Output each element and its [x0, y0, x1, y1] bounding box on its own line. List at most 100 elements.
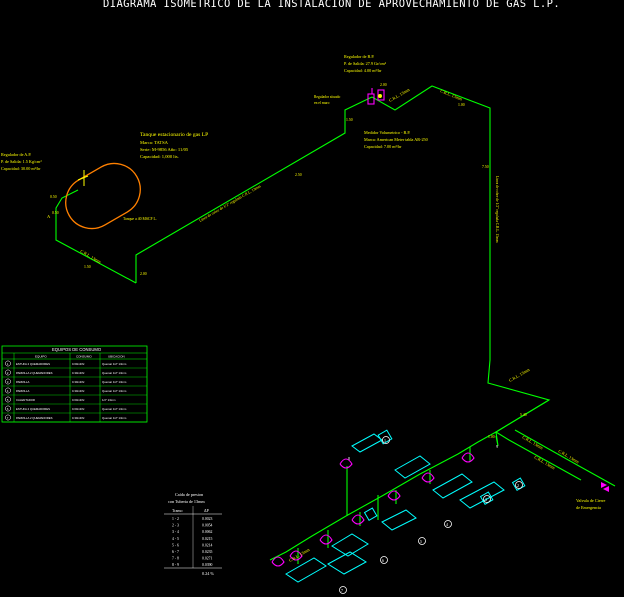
regulator-ap-line3: Capacidad: 30.00 m³/hr	[1, 166, 41, 171]
valve-icon	[601, 482, 607, 488]
equipos-cell: CALENTADOR	[16, 398, 35, 402]
dim-11: 0.50	[52, 211, 59, 215]
coil-1	[461, 452, 475, 463]
equipos-cell: Quemar 1/2" 13mm	[102, 389, 127, 393]
equipos-cell: PARRILLA 2 QUEMADORES	[16, 416, 53, 420]
caida-table: Caída de presion con Tuberia de 13mm Tra…	[164, 492, 222, 576]
node-label-5: 5	[420, 539, 422, 544]
equipos-cell: PARRILLA 2 QUEMADORES	[16, 371, 53, 375]
node-label-2: 2	[517, 483, 519, 488]
caida-cell-tramo: 6 - 7	[172, 550, 179, 554]
caida-title-2: con Tuberia de 13mm	[168, 499, 205, 504]
node-label-8: 8	[348, 456, 350, 461]
equipos-table: EQUIPOS DE CONSUMO EQUIPO CONSUMO UBICAC…	[1, 345, 148, 423]
pipe-tank-outlet	[55, 189, 137, 284]
appliance-box-1	[351, 433, 383, 453]
node-circle-5	[418, 537, 426, 545]
equipos-rows: 1 ESTUFA 4 QUEMADORES 0.60m3/hr Quemar 1/2"…	[2, 360, 147, 423]
caida-cell-dp: 0.0023	[202, 517, 213, 521]
equipos-cell: ESTUFA 4 QUEMADORES	[16, 362, 50, 366]
equipos-cell: 1	[7, 362, 9, 366]
tank-valve-icon	[77, 175, 89, 181]
caida-cell-dp: 0.0215	[202, 537, 213, 541]
valve-labels: Valvula de Cierre de Emergencia	[576, 498, 605, 510]
pipe-distribution	[494, 399, 582, 481]
regulator-bp-labels: Regulador de B.P. P. de Salida: 27.9 Gr/…	[344, 54, 387, 73]
diagram-title: DIAGRAMA ISOMETRICO DE LA INSTALACION DE…	[103, 0, 560, 10]
meter-assembly	[367, 88, 385, 105]
regulator-valve-line1: Regulador situado	[314, 95, 340, 99]
pipe-label-crl-7: C.R.L. 13mm	[534, 455, 557, 471]
dim-1: 1.50	[84, 265, 91, 269]
appliances	[285, 429, 526, 583]
tank-line3: Capacidad: 1,000 lts.	[140, 154, 179, 160]
equipos-cell: 7	[7, 416, 9, 420]
emergency-valve	[601, 482, 609, 492]
meter-labels: Medidor Volumetrico - B.P. Marca: Americ…	[364, 130, 428, 149]
caida-cell-tramo: 5 - 6	[172, 543, 179, 547]
appliance-small-4	[363, 507, 378, 522]
pipe-label-crl-3: C.R.L. 13mm	[440, 88, 464, 102]
coil-3	[387, 490, 401, 501]
equipos-cell: 1/2" 13mm	[102, 398, 116, 402]
pipe-label-ap: Linea de cobre de 1/2" regulada C.R.L. 1…	[199, 184, 262, 223]
dim-10: 0.50	[50, 195, 57, 199]
caida-cell-tramo: 4 - 5	[172, 537, 179, 541]
lp-tank: A	[47, 162, 141, 230]
appliance-small-1	[377, 429, 393, 445]
coil-2	[421, 472, 435, 483]
equipos-cell: 4	[7, 389, 9, 393]
tank-line1: Marca: TATSA	[140, 140, 169, 145]
equipos-cell: Quemar 1/2" 13mm	[102, 371, 127, 375]
equipos-row-marker	[5, 396, 11, 403]
caida-cell-tramo: 8 - 9	[172, 563, 179, 567]
appliance-box-6	[381, 509, 417, 531]
pipe-main-low	[269, 431, 497, 561]
equipos-row-marker	[5, 360, 11, 367]
dim-4: 1.50	[346, 118, 353, 122]
caida-cell-tramo: 2 - 3	[172, 524, 179, 528]
flex-connectors	[271, 452, 475, 567]
appliance-box-4	[459, 481, 505, 509]
regulator-bp-line2: P. de Salida: 27.9 Gr/cm²	[344, 61, 387, 66]
equipos-cell: PARRILLA	[16, 389, 29, 393]
equipos-cell: 0.60m3/hr	[72, 407, 85, 411]
equipos-header-3: UBICACION	[108, 355, 125, 359]
node-markers	[339, 436, 523, 594]
equipos-header-1: EQUIPO	[35, 355, 47, 359]
equipos-title: EQUIPOS DE CONSUMO	[52, 347, 102, 352]
node-label-1: 1	[384, 438, 386, 443]
node-label-4: 4	[446, 522, 448, 527]
appliance-box-2	[394, 455, 431, 479]
tank-heading: Tanque estacionario de gas LP	[140, 132, 208, 138]
valve-line2: de Emergencia	[576, 505, 601, 510]
equipos-cell: 0.30m3/hr	[72, 416, 85, 420]
regulator-bp-icon	[367, 93, 375, 105]
valve-line1: Valvula de Cierre	[576, 498, 605, 503]
appliance-box-5	[285, 557, 327, 583]
node-label-7: 7	[341, 588, 343, 593]
meter-line1: Medidor Volumetrico - B.P.	[364, 130, 410, 135]
equipos-cell: 0.30m3/hr	[72, 380, 85, 384]
grill-2	[327, 551, 367, 575]
regulator-bp-line1: Regulador de B.P.	[344, 54, 374, 59]
node-label-9: 9	[496, 444, 498, 449]
dim-9: 1.00	[488, 435, 495, 439]
equipos-cell: 3	[7, 380, 9, 384]
regulator-bp-line3: Capacidad: 4.00 m³/hr	[344, 68, 382, 73]
dim-7: 2.00	[380, 83, 387, 87]
tank-line2: Serie: M-9856 Año: 11/05	[140, 147, 189, 152]
caida-cell-tramo: 3 - 4	[172, 530, 179, 534]
tank-shell	[65, 162, 141, 230]
dim-6: 1.00	[458, 103, 465, 107]
caida-cell-dp: 0.0390	[202, 563, 213, 567]
tank-note: Tanque a 40 MSCF L.	[123, 217, 157, 221]
coil-4	[351, 514, 365, 525]
equipos-cell: Quemar 1/2" 13mm	[102, 380, 127, 384]
pipe-label-crl-4: C.R.L. 13mm	[508, 367, 531, 383]
regulator-ap-labels: Regulador de A.P. P. de Salida: 1.5 Kg/c…	[1, 152, 42, 171]
meter-icon	[377, 89, 385, 101]
equipos-cell: 6	[7, 407, 9, 411]
dim-2: 2.00	[140, 272, 147, 276]
